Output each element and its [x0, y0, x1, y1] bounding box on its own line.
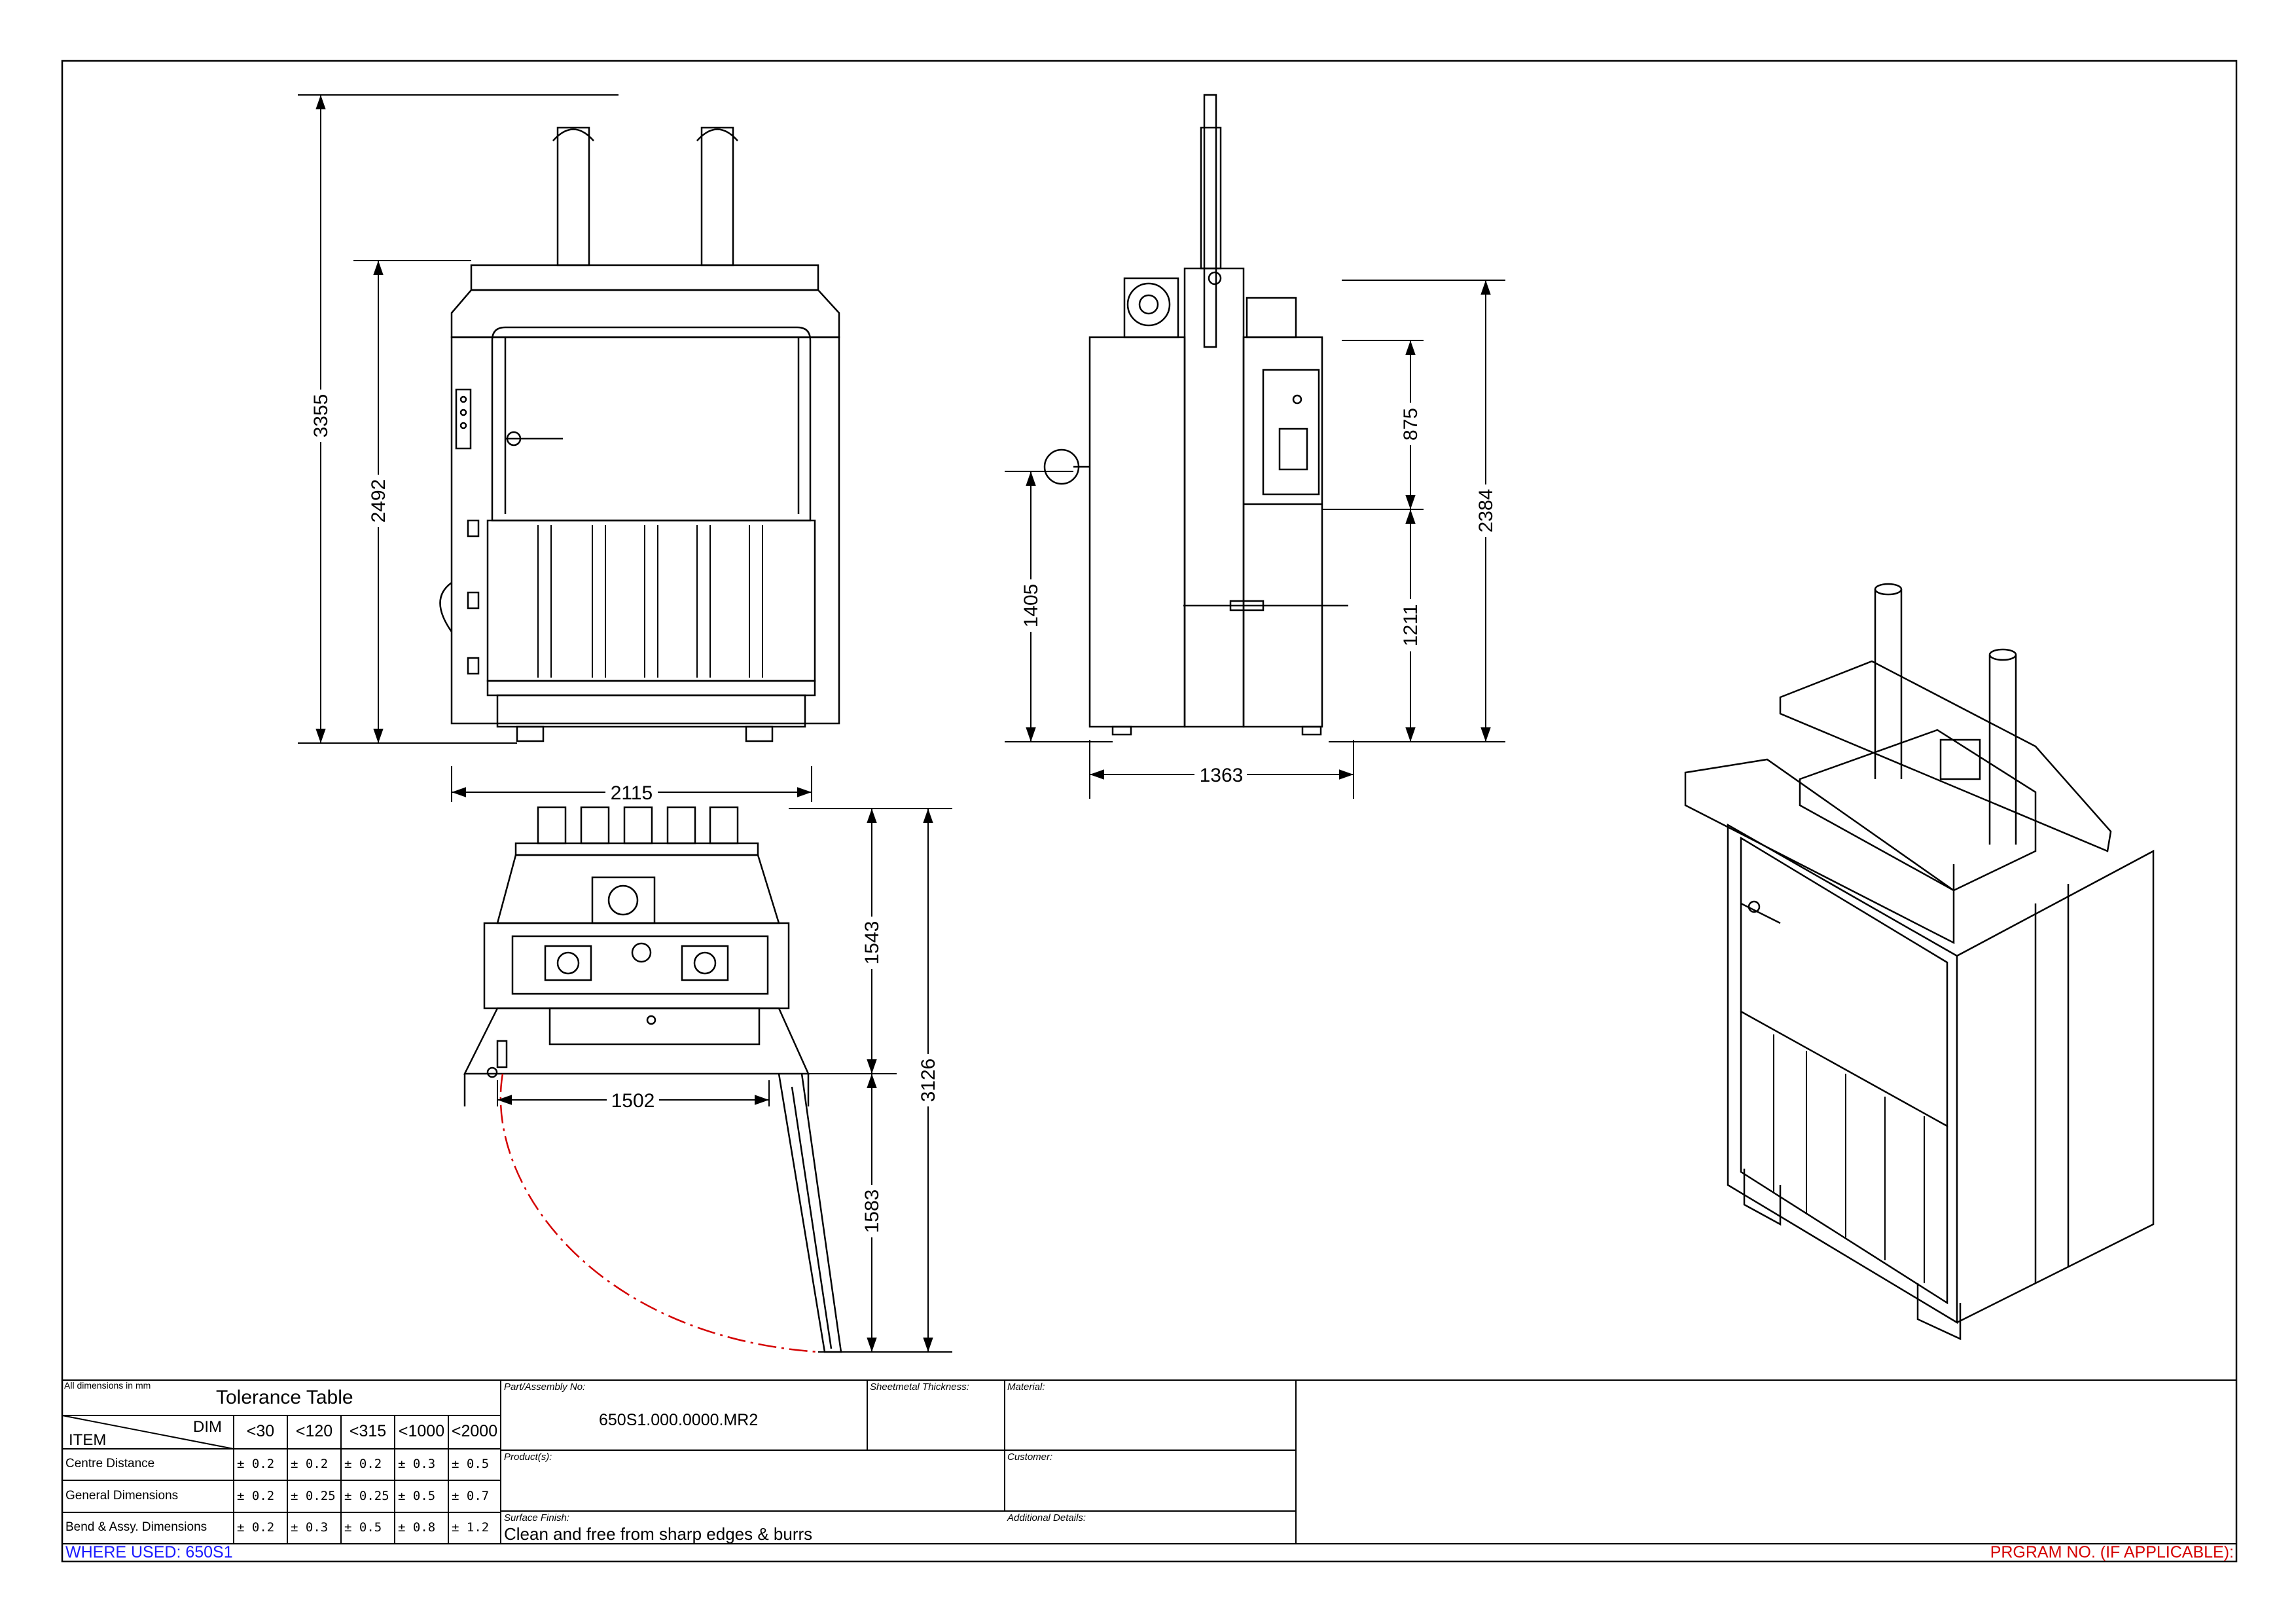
dim-side-depth: 1363 — [1200, 765, 1244, 786]
row2-value-4: ± 0.5 — [398, 1489, 436, 1503]
range-header-2: <120 — [295, 1422, 333, 1440]
customer-label: Customer: — [1007, 1451, 1053, 1463]
dim-top-total-depth: 3126 — [918, 1059, 939, 1103]
row-name-bend-assy-dimensions: Bend & Assy. Dimensions — [65, 1520, 207, 1534]
door-swing-arc — [499, 1073, 819, 1353]
dim-header: DIM — [193, 1418, 222, 1436]
sheet-border — [61, 60, 2238, 1563]
dim-top-depth: 1543 — [861, 921, 883, 965]
additional-details-label: Additional Details: — [1007, 1512, 1086, 1523]
dimension-labels: 3355 2492 1405 875 1211 2384 1363 2115 1… — [310, 390, 1497, 1237]
dim-front-body-height: 2492 — [368, 479, 389, 523]
top-view — [463, 806, 842, 1353]
where-used: WHERE USED: 650S1 — [65, 1543, 233, 1561]
row-name-general-dimensions: General Dimensions — [65, 1489, 179, 1503]
row1-value-4: ± 0.3 — [398, 1457, 436, 1471]
sheetmetal-thickness-label: Sheetmetal Thickness: — [870, 1381, 969, 1393]
dim-top-door-width: 1502 — [611, 1090, 655, 1112]
front-view — [439, 126, 840, 742]
dim-side-lower-panel: 1211 — [1400, 604, 1422, 647]
products-label: Product(s): — [504, 1451, 552, 1463]
dim-top-door-swing: 1583 — [861, 1190, 883, 1233]
row2-value-5: ± 0.7 — [452, 1489, 490, 1503]
row2-value-2: ± 0.25 — [291, 1489, 336, 1503]
row2-value-1: ± 0.2 — [237, 1489, 275, 1503]
row3-value-5: ± 1.2 — [452, 1520, 490, 1535]
row1-value-5: ± 0.5 — [452, 1457, 490, 1471]
range-header-3: <315 — [349, 1422, 387, 1440]
row3-value-2: ± 0.3 — [291, 1520, 329, 1535]
row3-value-3: ± 0.5 — [344, 1520, 382, 1535]
item-header: ITEM — [69, 1431, 107, 1449]
range-header-4: <1000 — [398, 1422, 445, 1440]
dim-side-lower-height: 1405 — [1020, 584, 1042, 628]
surface-finish-value: Clean and free from sharp edges & burrs — [504, 1524, 813, 1544]
dim-side-upper-panel: 875 — [1400, 408, 1422, 441]
range-header-1: <30 — [246, 1422, 275, 1440]
isometric-view — [1684, 583, 2155, 1340]
tolerance-table-title: Tolerance Table — [216, 1387, 353, 1408]
range-header-5: <2000 — [451, 1422, 498, 1440]
row3-value-1: ± 0.2 — [237, 1520, 275, 1535]
part-no-label: Part/Assembly No: — [504, 1381, 586, 1393]
dim-front-total-height: 3355 — [310, 394, 332, 438]
row-name-centre-distance: Centre Distance — [65, 1457, 155, 1470]
side-view — [1043, 94, 1348, 736]
title-block-grid — [62, 1379, 2236, 1544]
material-label: Material: — [1007, 1381, 1045, 1393]
row1-value-3: ± 0.2 — [344, 1457, 382, 1471]
units-note: All dimensions in mm — [64, 1380, 151, 1391]
row2-value-3: ± 0.25 — [344, 1489, 389, 1503]
dim-top-width: 2115 — [611, 782, 653, 804]
row1-value-1: ± 0.2 — [237, 1457, 275, 1471]
surface-finish-label: Surface Finish: — [504, 1512, 570, 1523]
row1-value-2: ± 0.2 — [291, 1457, 329, 1471]
program-no: PRGRAM NO. (IF APPLICABLE): — [1990, 1543, 2234, 1561]
dim-side-total-height: 2384 — [1475, 489, 1497, 533]
row3-value-4: ± 0.8 — [398, 1520, 436, 1535]
part-no-value: 650S1.000.0000.MR2 — [599, 1411, 759, 1429]
